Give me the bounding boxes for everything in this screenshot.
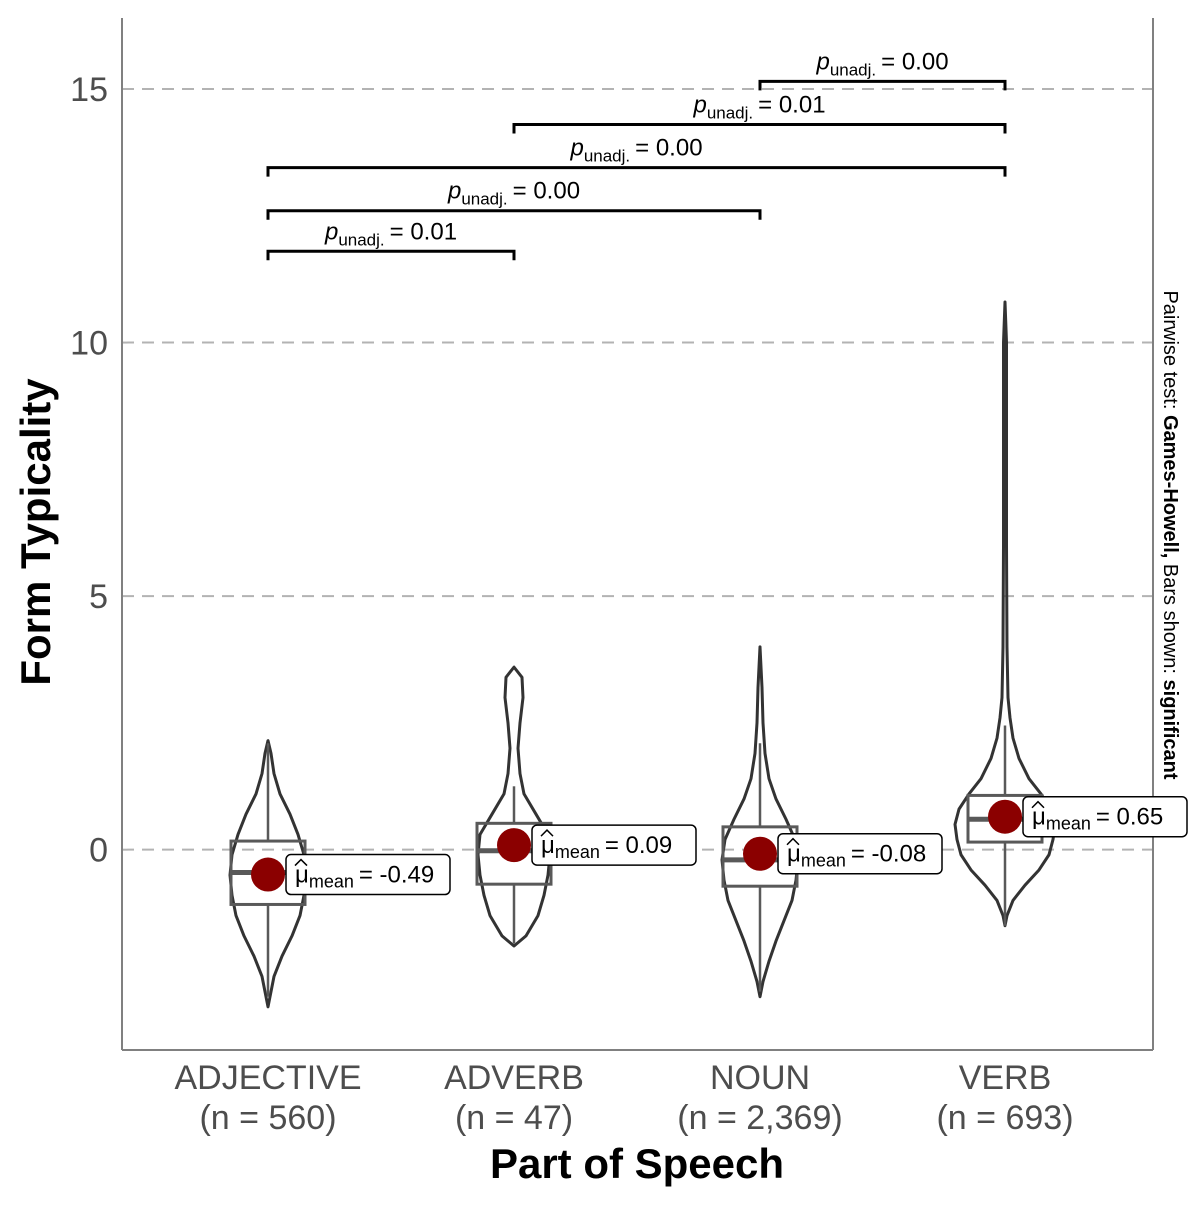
comparison-bracket: punadj. = 0.00 [758, 48, 1007, 91]
chart-subtitle: Pairwise test: Games-Howell, Bars shown:… [1159, 290, 1181, 779]
category-name: ADVERB [444, 1059, 584, 1097]
p-symbol: p [692, 91, 706, 118]
mu-symbol: μ [541, 832, 555, 859]
comparison-bracket: punadj. = 0.00 [266, 178, 762, 220]
x-axis-title: Part of Speech [490, 1140, 784, 1187]
p-subscript: unadj. [461, 190, 507, 209]
axes [121, 18, 1154, 1051]
hat-glyph [540, 829, 554, 837]
mean-value: = -0.49 [359, 862, 434, 889]
mean-value: = -0.08 [851, 841, 926, 868]
y-tick-label: 15 [70, 71, 108, 109]
y-axis-title: Form Typicality [12, 378, 59, 686]
mean-label: μmean= -0.08 [777, 832, 943, 875]
violin-noun [720, 645, 800, 999]
p-value: = 0.00 [881, 48, 948, 75]
mean-label-text: μmean= -0.08 [787, 841, 926, 871]
subtitle-test: Games-Howell, [1159, 415, 1181, 558]
bracket-line [266, 249, 516, 261]
category-name: NOUN [710, 1059, 810, 1097]
x-tick-noun: NOUN(n = 2,369) [677, 1059, 842, 1137]
mean-point-adverb [497, 828, 531, 863]
mean-label: μmean= 0.09 [531, 824, 697, 866]
mean-value: = 0.09 [605, 832, 672, 859]
grid-lines [122, 87, 1153, 851]
p-value-label: punadj. = 0.00 [569, 135, 702, 166]
x-tick-labels: ADJECTIVE(n = 560)ADVERB(n = 47)NOUN(n =… [174, 1059, 1073, 1137]
mu-subscript: mean [801, 851, 846, 871]
category-count: (n = 2,369) [677, 1099, 842, 1137]
category-name: VERB [959, 1059, 1052, 1097]
x-tick-verb: VERB(n = 693) [936, 1059, 1073, 1137]
p-subscript: unadj. [830, 60, 876, 79]
p-value: = 0.00 [635, 135, 702, 162]
y-tick-label: 10 [70, 325, 108, 363]
mean-point-noun [743, 836, 777, 871]
category-count: (n = 47) [455, 1099, 573, 1137]
comparison-bracket: punadj. = 0.01 [512, 91, 1007, 134]
p-value-label: punadj. = 0.01 [324, 218, 457, 249]
x-tick-adverb: ADVERB(n = 47) [444, 1059, 584, 1137]
p-value-label: punadj. = 0.01 [692, 91, 825, 122]
x-tick-adjective: ADJECTIVE(n = 560) [174, 1059, 361, 1137]
y-tick-labels: 0 5 10 15 [70, 71, 108, 870]
mean-label-text: μmean= 0.09 [541, 832, 672, 862]
p-value: = 0.01 [390, 218, 457, 245]
p-symbol: p [569, 135, 583, 162]
mean-value: = 0.65 [1096, 804, 1163, 831]
comparison-bracket: punadj. = 0.01 [266, 218, 516, 261]
mean-label-box [285, 853, 451, 896]
bracket-line [512, 122, 1007, 134]
p-value-label: punadj. = 0.00 [815, 48, 948, 79]
p-value: = 0.00 [513, 178, 580, 205]
mean-label-text: μmean= 0.65 [1032, 804, 1163, 834]
mean-label-box [777, 832, 943, 875]
bracket-line [266, 166, 1007, 177]
hat-glyph [1031, 800, 1045, 809]
mu-subscript: mean [555, 842, 600, 862]
p-subscript: unadj. [707, 103, 753, 122]
y-tick-label: 0 [89, 832, 108, 870]
p-value: = 0.01 [758, 91, 825, 118]
mean-point-verb [988, 799, 1022, 834]
p-symbol: p [324, 218, 338, 245]
violin-adjective [228, 739, 308, 1009]
category-name: ADJECTIVE [174, 1059, 361, 1097]
comparison-bracket: punadj. = 0.00 [266, 135, 1007, 177]
category-count: (n = 693) [936, 1099, 1073, 1137]
mu-symbol: μ [787, 841, 801, 868]
mu-subscript: mean [309, 872, 354, 892]
y-tick-label: 5 [89, 578, 108, 616]
hat-glyph [294, 858, 308, 867]
category-count: (n = 560) [199, 1099, 336, 1137]
p-subscript: unadj. [338, 230, 384, 249]
bracket-line [758, 79, 1007, 91]
mean-label-text: μmean= -0.49 [295, 862, 434, 892]
mu-subscript: mean [1046, 814, 1091, 834]
mean-label: μmean= 0.65 [1022, 795, 1188, 838]
mean-label-box [531, 824, 697, 866]
p-symbol: p [447, 178, 461, 205]
subtitle-prefix: Pairwise test: [1159, 290, 1181, 414]
hat-glyph [786, 837, 800, 846]
mean-point-adjective [251, 857, 285, 892]
mu-symbol: μ [1032, 804, 1046, 831]
p-subscript: unadj. [584, 147, 630, 166]
mean-label: μmean= -0.49 [285, 853, 451, 896]
p-value-label: punadj. = 0.00 [447, 178, 580, 209]
mean-label-box [1022, 795, 1188, 838]
mu-symbol: μ [295, 862, 309, 889]
p-symbol: p [815, 48, 829, 75]
subtitle-middle: Bars shown: [1159, 558, 1181, 679]
bracket-line [266, 209, 762, 220]
subtitle-shown: significant [1159, 680, 1181, 780]
